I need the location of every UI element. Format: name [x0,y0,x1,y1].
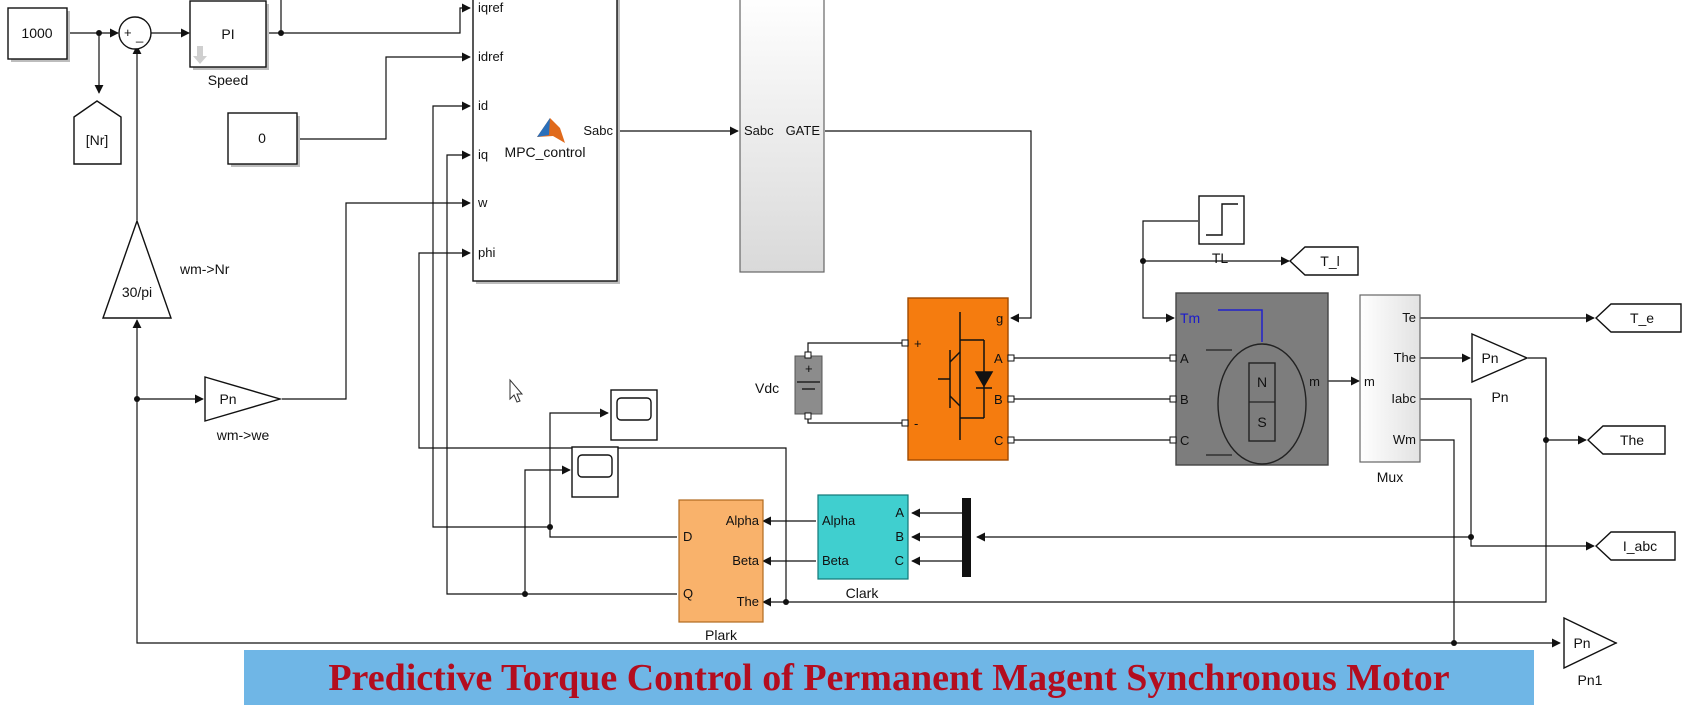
motor-port-a: A [1180,351,1189,366]
constant-speed-value: 1000 [21,25,52,41]
motor-port-m: m [1309,374,1320,389]
motor-rotor-n: N [1257,374,1267,390]
clark-input-a: A [895,505,904,520]
goto-nr-block[interactable]: [Nr] [73,100,122,165]
sum-plus-sign: + [124,25,132,40]
gain-pn-we-value: Pn [219,391,236,407]
gain-pn1-name: Pn1 [1578,672,1603,688]
gain-30pi-value: 30/pi [122,284,152,300]
goto-the-block[interactable]: The [1586,425,1666,455]
gain-pn1-value: Pn [1573,635,1590,651]
goto-nr-tag: [Nr] [86,132,109,148]
vdc-plus-sign: + [805,361,813,376]
inverter-port-minus: - [914,416,918,431]
gate-output-gate: GATE [786,123,821,138]
constant-idref-value: 0 [258,130,266,146]
motor-port-c: C [1180,433,1189,448]
inverter-port-b: B [994,392,1003,407]
clark-block-name: Clark [846,585,880,601]
gain-30pi-name: wm->Nr [179,261,230,277]
gain-pn-we-block[interactable]: Pn wm->we [204,376,283,443]
bus-selector-output-wm: Wm [1393,432,1416,447]
motor-port-b: B [1180,392,1189,407]
mpc-input-iq: iq [478,147,488,162]
inverter-block[interactable]: + - g A B C [901,297,1015,461]
mouse-cursor-icon [509,378,524,403]
mpc-input-id: id [478,98,488,113]
pmsm-motor-block[interactable]: N S Tm A B C m [1169,292,1329,466]
goto-iabc-tag: I_abc [1623,538,1657,554]
gain-30pi-block[interactable]: 30/pi wm->Nr [102,218,230,319]
park-block-name: Plark [705,627,738,643]
step-torque-name: TL [1212,250,1229,266]
scope-block-2[interactable] [571,446,619,498]
constant-idref-block[interactable]: 0 [227,112,300,167]
clark-output-alpha: Alpha [822,513,856,528]
bus-selector-input-m: m [1364,374,1375,389]
park-transform-block[interactable]: D Q Alpha Beta The Plark [678,499,764,643]
gain-pn1-block[interactable]: Pn Pn1 [1563,616,1618,688]
mpc-block-name: MPC_control [505,144,586,160]
bus-selector-block[interactable]: m Te The Iabc Wm Mux [1359,294,1421,485]
clark-output-beta: Beta [822,553,850,568]
dc-voltage-source-block[interactable]: + Vdc [755,351,823,420]
bus-selector-output-the: The [1394,350,1416,365]
mpc-control-block[interactable]: iqref idref id iq w phi Sabc MPC_control [472,0,620,284]
matlab-function-icon [537,118,565,143]
goto-te-block[interactable]: T_e [1594,303,1682,333]
pi-controller-block[interactable]: PI Speed [189,0,269,88]
inverter-port-plus: + [914,336,922,351]
sum-block[interactable]: + _ [118,16,152,50]
clark-input-b: B [895,529,904,544]
park-input-beta: Beta [732,553,760,568]
gain-pn-we-name: wm->we [216,427,270,443]
mpc-input-idref: idref [478,49,504,64]
mpc-input-w: w [477,195,488,210]
inverter-port-g: g [996,311,1003,326]
bus-selector-name: Mux [1377,469,1403,485]
scope-block-1[interactable] [610,389,658,441]
igbt-symbol-icon [938,312,994,440]
step-torque-block[interactable]: TL [1198,195,1245,266]
park-input-the: The [737,594,759,609]
sum-minus-sign: _ [135,28,144,43]
pi-block-name: Speed [208,72,248,88]
gate-subsystem-block[interactable]: Sabc GATE [739,0,825,273]
gate-input-sabc: Sabc [744,123,774,138]
goto-tl-block[interactable]: T_l [1288,246,1359,276]
banner-title: Predictive Torque Control of Permanent M… [328,657,1450,699]
clark-input-c: C [895,553,904,568]
constant-speed-block[interactable]: 1000 [7,7,70,62]
gain-pn-the-value: Pn [1481,350,1498,366]
vdc-label: Vdc [755,380,779,396]
goto-te-tag: T_e [1630,310,1654,326]
motor-rotor-s: S [1257,414,1266,430]
bus-selector-output-te: Te [1402,310,1416,325]
mpc-output-sabc: Sabc [583,123,613,138]
inverter-port-a: A [994,351,1003,366]
clark-transform-block[interactable]: Alpha Beta A B C Clark [817,494,909,601]
gain-pn-the-block[interactable]: Pn Pn [1471,332,1529,405]
mux-bus-bar[interactable] [962,498,971,577]
inverter-port-c: C [994,433,1003,448]
download-arrow-icon [193,46,207,64]
park-output-d: D [683,529,692,544]
pi-label: PI [221,26,234,42]
goto-the-tag: The [1620,432,1644,448]
motor-port-tm: Tm [1180,310,1200,326]
goto-iabc-block[interactable]: I_abc [1594,531,1676,561]
goto-tl-tag: T_l [1320,253,1339,269]
title-banner: Predictive Torque Control of Permanent M… [244,650,1534,705]
park-output-q: Q [683,586,693,601]
gain-pn-the-name: Pn [1491,389,1508,405]
mpc-input-phi: phi [478,245,495,260]
bus-selector-output-iabc: Iabc [1391,391,1416,406]
park-input-alpha: Alpha [726,513,760,528]
mpc-input-iqref: iqref [478,0,504,15]
